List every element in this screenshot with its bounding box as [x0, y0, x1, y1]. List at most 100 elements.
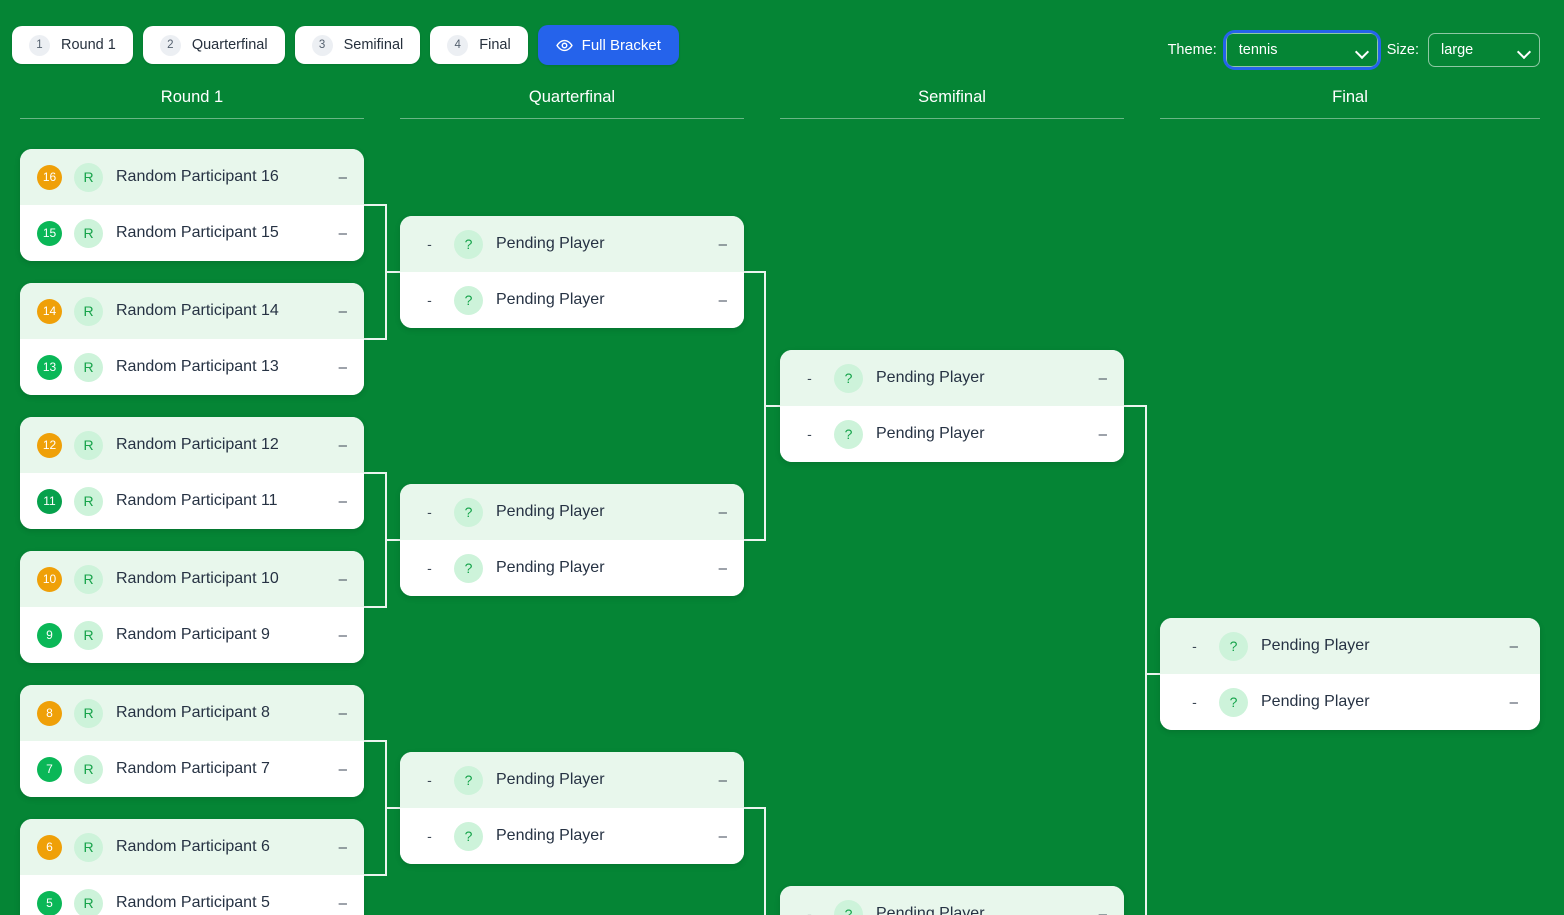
participant-name: Random Participant 12: [116, 436, 279, 453]
match-row-top[interactable]: 10 R Random Participant 10 –: [20, 551, 364, 607]
match-row-top[interactable]: 14 R Random Participant 14 –: [20, 283, 364, 339]
participant-name: Random Participant 14: [116, 302, 279, 319]
score-value: –: [1509, 637, 1518, 655]
match-row-top[interactable]: - ? Pending Player –: [780, 886, 1124, 915]
score-value: –: [718, 235, 727, 253]
avatar: ?: [834, 363, 863, 393]
seed-badge: -: [807, 370, 812, 386]
match-row-bottom[interactable]: - ? Pending Player –: [400, 808, 744, 864]
avatar: R: [74, 296, 103, 326]
score-value: –: [1509, 693, 1518, 711]
participant-name: Pending Player: [876, 905, 985, 915]
match-row-bottom[interactable]: - ? Pending Player –: [1160, 674, 1540, 730]
avatar: ?: [454, 497, 483, 527]
round-header-semifinal-label: Semifinal: [918, 88, 986, 106]
match-row-bottom[interactable]: 13 R Random Participant 13 –: [20, 339, 364, 395]
tab-round-1[interactable]: 1 Round 1: [12, 26, 133, 64]
score-value: –: [338, 626, 347, 644]
round-header-round-1-label: Round 1: [160, 88, 224, 106]
eye-icon: [555, 37, 573, 54]
avatar: R: [74, 352, 103, 382]
match-row-top[interactable]: - ? Pending Player –: [1160, 618, 1540, 674]
tab-round-1-label: Round 1: [61, 37, 116, 53]
match-row-top[interactable]: - ? Pending Player –: [400, 484, 744, 540]
seed-badge: -: [807, 906, 812, 915]
round-headers: Round 1 Quarterfinal Semifinal Final: [0, 88, 1564, 128]
participant-name: Random Participant 5: [116, 894, 270, 911]
match-row-bottom[interactable]: - ? Pending Player –: [780, 406, 1124, 462]
round-tabs: 1 Round 1 2 Quarterfinal 3 Semifinal 4 F…: [12, 25, 679, 65]
round-header-underline: [1160, 118, 1540, 119]
match-card[interactable]: - ? Pending Player – - ? Pending Player …: [400, 752, 744, 864]
full-bracket-button[interactable]: Full Bracket: [537, 25, 679, 65]
match-row-bottom[interactable]: 7 R Random Participant 7 –: [20, 741, 364, 797]
match-row-bottom[interactable]: 5 R Random Participant 5 –: [20, 875, 364, 915]
match-row-top[interactable]: - ? Pending Player –: [400, 216, 744, 272]
avatar: ?: [454, 821, 483, 851]
tab-final[interactable]: 4 Final: [430, 26, 528, 64]
match-row-top[interactable]: 16 R Random Participant 16 –: [20, 149, 364, 205]
tab-quarterfinal[interactable]: 2 Quarterfinal: [142, 26, 285, 64]
score-value: –: [338, 168, 347, 186]
avatar: ?: [1219, 687, 1248, 717]
seed-badge: 15: [37, 220, 62, 246]
match-card[interactable]: 6 R Random Participant 6 – 5 R Random Pa…: [20, 819, 364, 915]
seed-badge: 5: [37, 890, 62, 915]
theme-select[interactable]: tennis: [1225, 33, 1378, 67]
round-header-quarterfinal: Quarterfinal: [400, 88, 744, 119]
match-card[interactable]: - ? Pending Player – - ? Pending Player …: [1160, 618, 1540, 730]
round-header-final-label: Final: [1332, 88, 1368, 106]
match-card[interactable]: 10 R Random Participant 10 – 9 R Random …: [20, 551, 364, 663]
score-value: –: [1098, 425, 1107, 443]
score-value: –: [718, 827, 727, 845]
participant-name: Pending Player: [496, 771, 605, 788]
participant-name: Random Participant 8: [116, 704, 270, 721]
match-row-bottom[interactable]: 9 R Random Participant 9 –: [20, 607, 364, 663]
score-value: –: [338, 224, 347, 242]
tab-round-1-number: 1: [29, 34, 50, 56]
seed-badge: 8: [37, 700, 62, 726]
match-card[interactable]: 8 R Random Participant 8 – 7 R Random Pa…: [20, 685, 364, 797]
tab-semifinal[interactable]: 3 Semifinal: [294, 26, 421, 64]
match-row-bottom[interactable]: 11 R Random Participant 11 –: [20, 473, 364, 529]
tab-semifinal-number: 3: [311, 34, 333, 56]
match-card[interactable]: - ? Pending Player – - ? Pending Player …: [400, 216, 744, 328]
avatar: R: [74, 754, 103, 784]
score-value: –: [718, 771, 727, 789]
match-card[interactable]: 12 R Random Participant 12 – 11 R Random…: [20, 417, 364, 529]
match-row-top[interactable]: - ? Pending Player –: [780, 350, 1124, 406]
match-card[interactable]: 14 R Random Participant 14 – 13 R Random…: [20, 283, 364, 395]
avatar: ?: [454, 285, 483, 315]
avatar: R: [74, 888, 103, 915]
match-card[interactable]: - ? Pending Player – - ? Pending Player …: [780, 350, 1124, 462]
score-value: –: [338, 358, 347, 376]
match-row-top[interactable]: 12 R Random Participant 12 –: [20, 417, 364, 473]
avatar: ?: [834, 899, 863, 915]
score-value: –: [338, 894, 347, 912]
avatar: R: [74, 430, 103, 460]
round-header-semifinal: Semifinal: [780, 88, 1124, 119]
score-value: –: [1098, 369, 1107, 387]
match-row-bottom[interactable]: 15 R Random Participant 15 –: [20, 205, 364, 261]
seed-badge: -: [427, 560, 432, 576]
seed-badge: 11: [37, 488, 62, 514]
match-row-top[interactable]: 6 R Random Participant 6 –: [20, 819, 364, 875]
participant-name: Pending Player: [496, 291, 605, 308]
participant-name: Pending Player: [496, 559, 605, 576]
tab-quarterfinal-label: Quarterfinal: [191, 37, 268, 53]
size-select[interactable]: large: [1428, 33, 1540, 67]
match-card[interactable]: - ? Pending Player – - ? Pending Player …: [780, 886, 1124, 915]
match-row-top[interactable]: - ? Pending Player –: [400, 752, 744, 808]
avatar: R: [74, 486, 103, 516]
match-row-bottom[interactable]: - ? Pending Player –: [400, 272, 744, 328]
participant-name: Random Participant 6: [116, 838, 270, 855]
seed-badge: 10: [37, 566, 62, 592]
score-value: –: [338, 704, 347, 722]
match-card[interactable]: - ? Pending Player – - ? Pending Player …: [400, 484, 744, 596]
match-card[interactable]: 16 R Random Participant 16 – 15 R Random…: [20, 149, 364, 261]
participant-name: Pending Player: [1261, 637, 1370, 654]
tab-final-label: Final: [479, 37, 511, 53]
match-row-top[interactable]: 8 R Random Participant 8 –: [20, 685, 364, 741]
match-row-bottom[interactable]: - ? Pending Player –: [400, 540, 744, 596]
score-value: –: [718, 291, 727, 309]
